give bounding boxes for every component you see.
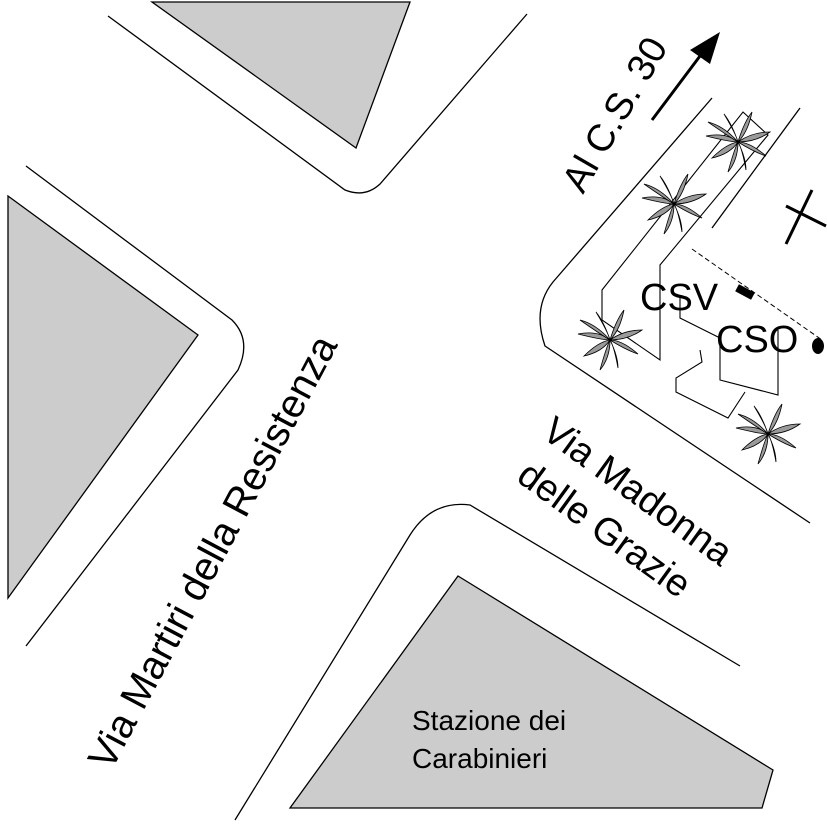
csv-marker (735, 284, 755, 300)
palm-plant-icon (577, 309, 644, 371)
cso-label: CSO (716, 319, 798, 361)
palm-plant-icon (735, 403, 802, 465)
building-block-top (149, 1, 411, 150)
csv-cso-box (679, 296, 779, 396)
curb-top-right (107, 13, 528, 194)
building-block-left (7, 194, 199, 601)
curb-left (25, 165, 245, 647)
building-label-line1: Stazione dei (412, 705, 566, 736)
flower-beds (601, 111, 823, 419)
dashed-boundary (691, 248, 823, 341)
curb-right-inner (711, 107, 801, 229)
cross-icon (784, 189, 827, 245)
curb-bottom (234, 503, 741, 821)
road-edges (25, 13, 811, 821)
cso-marker (812, 338, 824, 354)
building-label-line2: Carabinieri (412, 743, 547, 774)
flower-bed-lower (675, 349, 746, 419)
arrow-up-right-icon (650, 32, 720, 121)
palm-plant-icon (705, 111, 772, 173)
palm-plant-icon (641, 173, 708, 235)
curb-right-corner (539, 97, 811, 524)
csv-label: CSV (640, 277, 719, 319)
building-block-carabinieri (288, 575, 774, 809)
flower-bed-upper (601, 111, 769, 362)
